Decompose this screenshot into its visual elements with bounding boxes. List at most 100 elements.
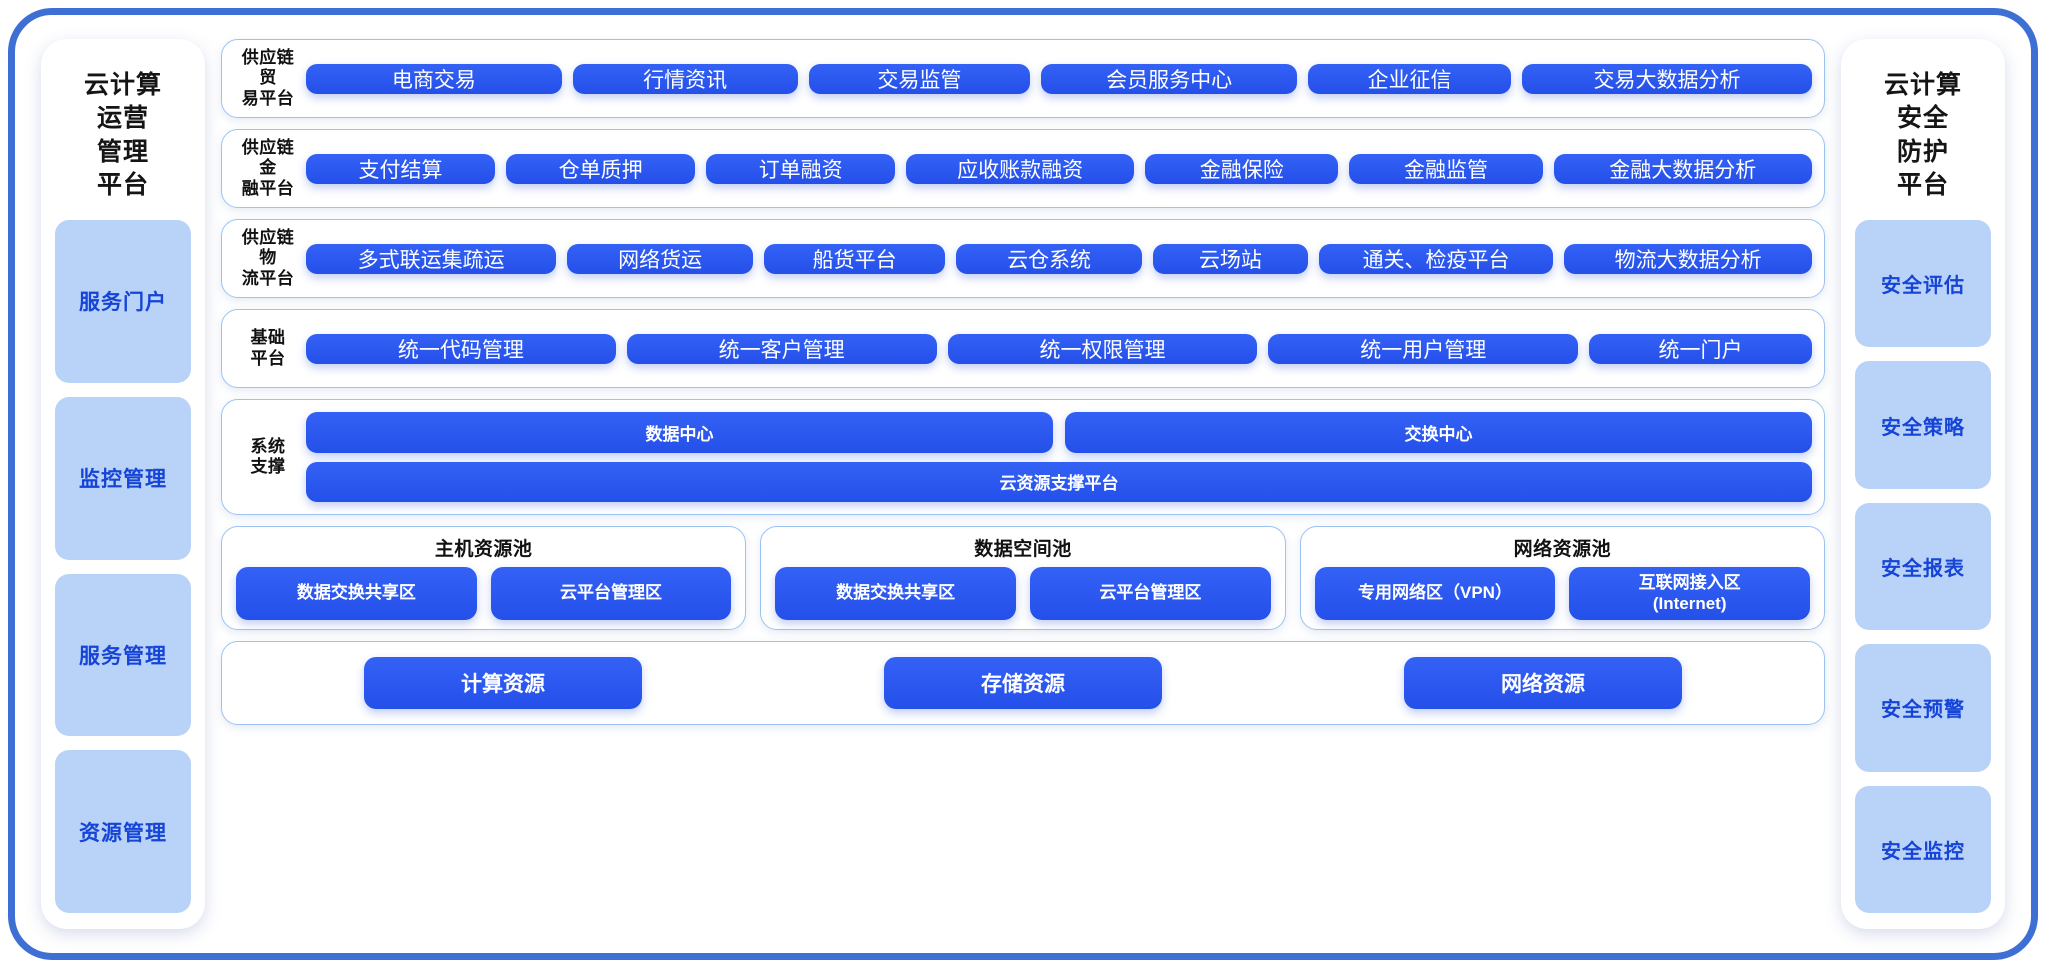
left-panel-title-line-1: 云计算	[83, 71, 162, 99]
finance-item-supervision[interactable]: 金融监管	[1349, 153, 1543, 184]
trade-item-ecommerce[interactable]: 电商交易	[306, 63, 562, 94]
row-logistics-label-line-2: 流平台	[241, 268, 295, 288]
left-item-service-management[interactable]: 服务管理	[55, 573, 191, 737]
right-item-security-alert[interactable]: 安全预警	[1855, 644, 1991, 772]
base-item-unified-permission-management[interactable]: 统一权限管理	[947, 333, 1258, 364]
finance-item-payment-settlement[interactable]: 支付结算	[306, 153, 496, 184]
row-resource-pools: 主机资源池 数据交换共享区 云平台管理区 数据空间池 数据交换共享区 云平台管理…	[221, 526, 1825, 630]
row-finance-label: 供应链金 融平台	[234, 138, 306, 199]
diagram-inner-area: 云计算 运营 管理 平台 服务门户 监控管理 服务管理 资源管理 供应链贸 易平…	[27, 27, 2019, 941]
system-item-data-center[interactable]: 数据中心	[306, 412, 1053, 453]
row-supply-chain-logistics-platform: 供应链物 流平台 多式联运集疏运 网络货运 船货平台 云仓系统 云场站 通关、检…	[221, 219, 1825, 298]
logistics-item-network-freight[interactable]: 网络货运	[567, 243, 753, 274]
base-item-unified-code-management[interactable]: 统一代码管理	[306, 333, 616, 364]
right-item-security-policy[interactable]: 安全策略	[1855, 361, 1991, 489]
system-item-exchange-center[interactable]: 交换中心	[1065, 412, 1812, 453]
finance-item-big-data-analysis[interactable]: 金融大数据分析	[1553, 153, 1812, 184]
right-panel-title-line-4: 平台	[1896, 170, 1949, 199]
row-trade-label-line-1: 供应链贸	[241, 47, 295, 88]
resource-item-storage[interactable]: 存储资源	[884, 657, 1162, 709]
row-system-label-line-2: 支撑	[250, 457, 286, 476]
trade-item-enterprise-credit[interactable]: 企业征信	[1308, 63, 1512, 94]
row-logistics-label-line-1: 供应链物	[241, 227, 295, 268]
system-item-cloud-resource-platform[interactable]: 云资源支撑平台	[306, 461, 1812, 502]
row-base-label: 基础 平台	[234, 328, 306, 369]
pool-host-resource: 主机资源池 数据交换共享区 云平台管理区	[221, 526, 747, 630]
pool-network-resource: 网络资源池 专用网络区（VPN） 互联网接入区 (Internet)	[1299, 526, 1825, 630]
trade-item-big-data-analysis[interactable]: 交易大数据分析	[1522, 63, 1812, 94]
row-base-items: 统一代码管理 统一客户管理 统一权限管理 统一用户管理 统一门户	[306, 333, 1812, 364]
trade-item-transaction-supervision[interactable]: 交易监管	[808, 63, 1031, 94]
right-panel-title-line-1: 云计算	[1883, 71, 1962, 99]
pool-host-item-cloud-management-zone[interactable]: 云平台管理区	[490, 567, 732, 620]
pool-host-title: 主机资源池	[434, 539, 533, 560]
row-trade-label-line-2: 易平台	[241, 88, 295, 108]
right-panel-title-line-3: 防护	[1896, 137, 1949, 166]
right-panel-title: 云计算 安全 防护 平台	[1884, 69, 1962, 202]
row-finance-label-line-2: 融平台	[241, 178, 295, 198]
right-panel-title-line-2: 安全	[1896, 104, 1949, 133]
right-panel-items: 安全评估 安全策略 安全报表 安全预警 安全监控	[1855, 220, 1991, 914]
system-support-top-row: 数据中心 交换中心	[306, 412, 1812, 453]
right-item-security-monitoring[interactable]: 安全监控	[1855, 785, 1991, 914]
left-item-resource-management[interactable]: 资源管理	[55, 750, 191, 913]
pool-data-title: 数据空间池	[974, 539, 1072, 560]
row-supply-chain-trade-platform: 供应链贸 易平台 电商交易 行情资讯 交易监管 会员服务中心 企业征信 交易大数…	[221, 39, 1825, 118]
diagram-outer-frame: 云计算 运营 管理 平台 服务门户 监控管理 服务管理 资源管理 供应链贸 易平…	[8, 8, 2038, 960]
left-item-service-portal[interactable]: 服务门户	[55, 220, 191, 383]
finance-item-order-financing[interactable]: 订单融资	[706, 153, 896, 184]
row-base-label-line-2: 平台	[250, 348, 286, 368]
row-system-label: 系统 支撑	[234, 408, 306, 506]
row-finance-items: 支付结算 仓单质押 订单融资 应收账款融资 金融保险 金融监管 金融大数据分析	[306, 153, 1812, 184]
left-panel-cloud-operations: 云计算 运营 管理 平台 服务门户 监控管理 服务管理 资源管理	[41, 39, 205, 929]
row-trade-label: 供应链贸 易平台	[234, 48, 306, 109]
center-column: 供应链贸 易平台 电商交易 行情资讯 交易监管 会员服务中心 企业征信 交易大数…	[221, 39, 1825, 929]
left-item-monitoring-management[interactable]: 监控管理	[55, 396, 191, 560]
trade-item-member-service-center[interactable]: 会员服务中心	[1041, 63, 1298, 94]
left-panel-title: 云计算 运营 管理 平台	[84, 69, 162, 202]
trade-item-market-info[interactable]: 行情资讯	[572, 63, 798, 94]
pool-data-item-data-exchange-zone[interactable]: 数据交换共享区	[775, 567, 1016, 620]
pool-network-items: 专用网络区（VPN） 互联网接入区 (Internet)	[1314, 567, 1810, 620]
row-base-platform: 基础 平台 统一代码管理 统一客户管理 统一权限管理 统一用户管理 统一门户	[221, 309, 1825, 388]
pool-data-space: 数据空间池 数据交换共享区 云平台管理区	[760, 526, 1286, 630]
left-panel-title-line-2: 运营	[96, 104, 149, 133]
right-item-security-assessment[interactable]: 安全评估	[1855, 220, 1991, 348]
logistics-item-cloud-yard[interactable]: 云场站	[1152, 243, 1308, 274]
row-logistics-items: 多式联运集疏运 网络货运 船货平台 云仓系统 云场站 通关、检疫平台 物流大数据…	[306, 243, 1812, 274]
logistics-item-shipping-platform[interactable]: 船货平台	[763, 243, 946, 274]
row-trade-items: 电商交易 行情资讯 交易监管 会员服务中心 企业征信 交易大数据分析	[306, 63, 1812, 94]
row-base-label-line-1: 基础	[250, 328, 286, 348]
logistics-item-cloud-warehouse[interactable]: 云仓系统	[956, 243, 1142, 274]
right-panel-cloud-security: 云计算 安全 防护 平台 安全评估 安全策略 安全报表 安全预警 安全监控	[1841, 39, 2005, 929]
right-item-security-report[interactable]: 安全报表	[1855, 502, 1991, 631]
left-panel-items: 服务门户 监控管理 服务管理 资源管理	[55, 220, 191, 913]
row-system-label-line-1: 系统	[250, 436, 286, 456]
base-item-unified-customer-management[interactable]: 统一客户管理	[626, 333, 937, 364]
base-item-unified-user-management[interactable]: 统一用户管理	[1268, 333, 1579, 364]
row-finance-label-line-1: 供应链金	[241, 137, 295, 178]
row-logistics-label: 供应链物 流平台	[234, 228, 306, 289]
system-support-stack: 数据中心 交换中心 云资源支撑平台	[306, 408, 1812, 506]
finance-item-insurance[interactable]: 金融保险	[1145, 153, 1339, 184]
logistics-item-customs-quarantine[interactable]: 通关、检疫平台	[1318, 243, 1554, 274]
finance-item-receivables-financing[interactable]: 应收账款融资	[906, 153, 1135, 184]
left-panel-title-line-3: 管理	[96, 137, 149, 166]
logistics-item-big-data-analysis[interactable]: 物流大数据分析	[1564, 243, 1812, 274]
row-supply-chain-finance-platform: 供应链金 融平台 支付结算 仓单质押 订单融资 应收账款融资 金融保险 金融监管…	[221, 129, 1825, 208]
finance-item-warehouse-receipt-pledge[interactable]: 仓单质押	[506, 153, 696, 184]
logistics-item-multimodal-transport[interactable]: 多式联运集疏运	[306, 243, 557, 274]
base-item-unified-portal[interactable]: 统一门户	[1589, 333, 1812, 364]
pool-network-item-vpn-zone[interactable]: 专用网络区（VPN）	[1314, 567, 1556, 620]
system-support-bottom-row: 云资源支撑平台	[306, 461, 1812, 502]
pool-network-title: 网络资源池	[1513, 539, 1612, 560]
pool-network-item-internet-zone[interactable]: 互联网接入区 (Internet)	[1569, 567, 1810, 620]
pool-data-items: 数据交换共享区 云平台管理区	[775, 567, 1271, 620]
pool-host-item-data-exchange-zone[interactable]: 数据交换共享区	[236, 567, 477, 620]
resource-item-network[interactable]: 网络资源	[1404, 657, 1682, 709]
pool-host-items: 数据交换共享区 云平台管理区	[236, 567, 732, 620]
resource-item-compute[interactable]: 计算资源	[364, 657, 642, 709]
row-system-support: 系统 支撑 数据中心 交换中心 云资源支撑平台	[221, 399, 1825, 515]
left-panel-title-line-4: 平台	[96, 170, 149, 199]
pool-data-item-cloud-management-zone[interactable]: 云平台管理区	[1030, 567, 1271, 620]
